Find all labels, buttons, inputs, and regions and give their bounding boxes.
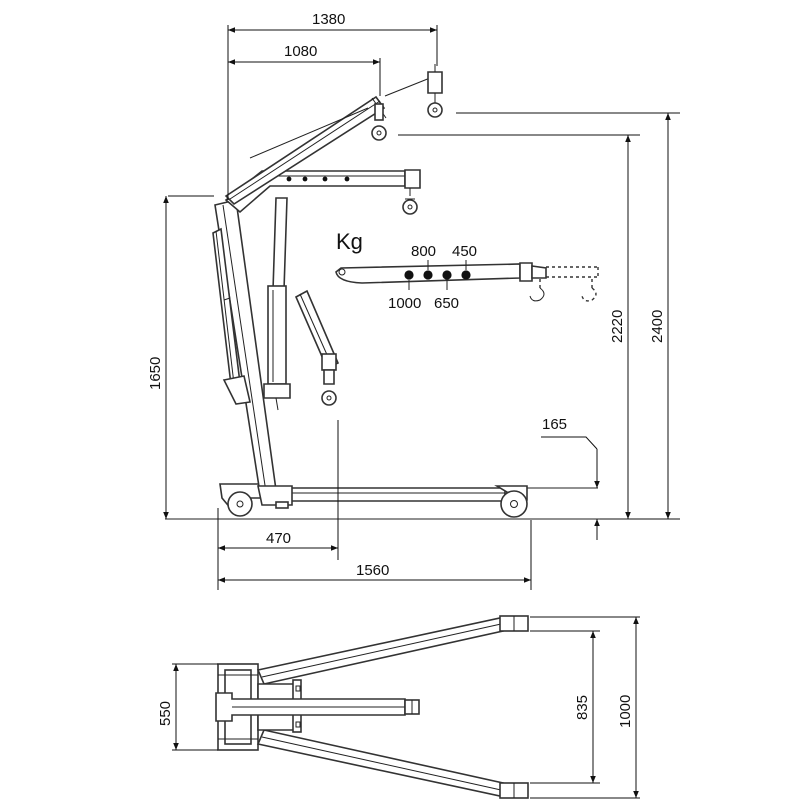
lower-leg	[256, 729, 529, 799]
lowered-boom	[294, 289, 340, 406]
boom-top	[215, 692, 420, 722]
top-view: 550 835 1000	[157, 615, 640, 799]
dim-mid-reach: 1080	[284, 43, 317, 60]
ghost-boom	[249, 64, 443, 159]
base-rail	[261, 487, 598, 502]
dim-outer-leg-width: 1000	[617, 695, 634, 728]
dim-frame-height: 1650	[147, 357, 164, 390]
dim-inner-leg-width: 835	[574, 695, 591, 720]
side-view: Kg 800 450 1000 650 1380 1080 1650 2220 …	[147, 11, 680, 590]
load-point-650	[442, 270, 452, 280]
load-points	[404, 260, 471, 290]
load-unit-label: Kg	[336, 229, 363, 254]
dim-front-clearance: 470	[266, 530, 291, 547]
front-wheel	[494, 485, 528, 518]
load-point-1000	[404, 270, 414, 280]
dim-leader-clearance	[541, 436, 598, 450]
dim-rear-width: 550	[157, 701, 174, 726]
dim-lift-height: 2220	[609, 310, 626, 343]
load-chart-arm	[335, 262, 599, 302]
load-point-800	[423, 270, 433, 280]
load-label-1000: 1000	[388, 295, 421, 312]
hydraulic-ram	[263, 197, 291, 411]
upper-leg	[256, 615, 529, 685]
dim-total-height: 2400	[649, 310, 666, 343]
dim-length: 1560	[356, 562, 389, 579]
load-label-800: 800	[411, 243, 436, 260]
rear-wheel	[219, 483, 263, 517]
dim-ground-clearance: 165	[542, 416, 567, 433]
load-point-450	[461, 270, 471, 280]
dim-max-reach: 1380	[312, 11, 345, 28]
load-label-450: 450	[452, 243, 477, 260]
folded-leg	[212, 227, 251, 405]
load-label-650: 650	[434, 295, 459, 312]
main-hook	[402, 198, 418, 215]
raised-boom	[224, 95, 387, 206]
